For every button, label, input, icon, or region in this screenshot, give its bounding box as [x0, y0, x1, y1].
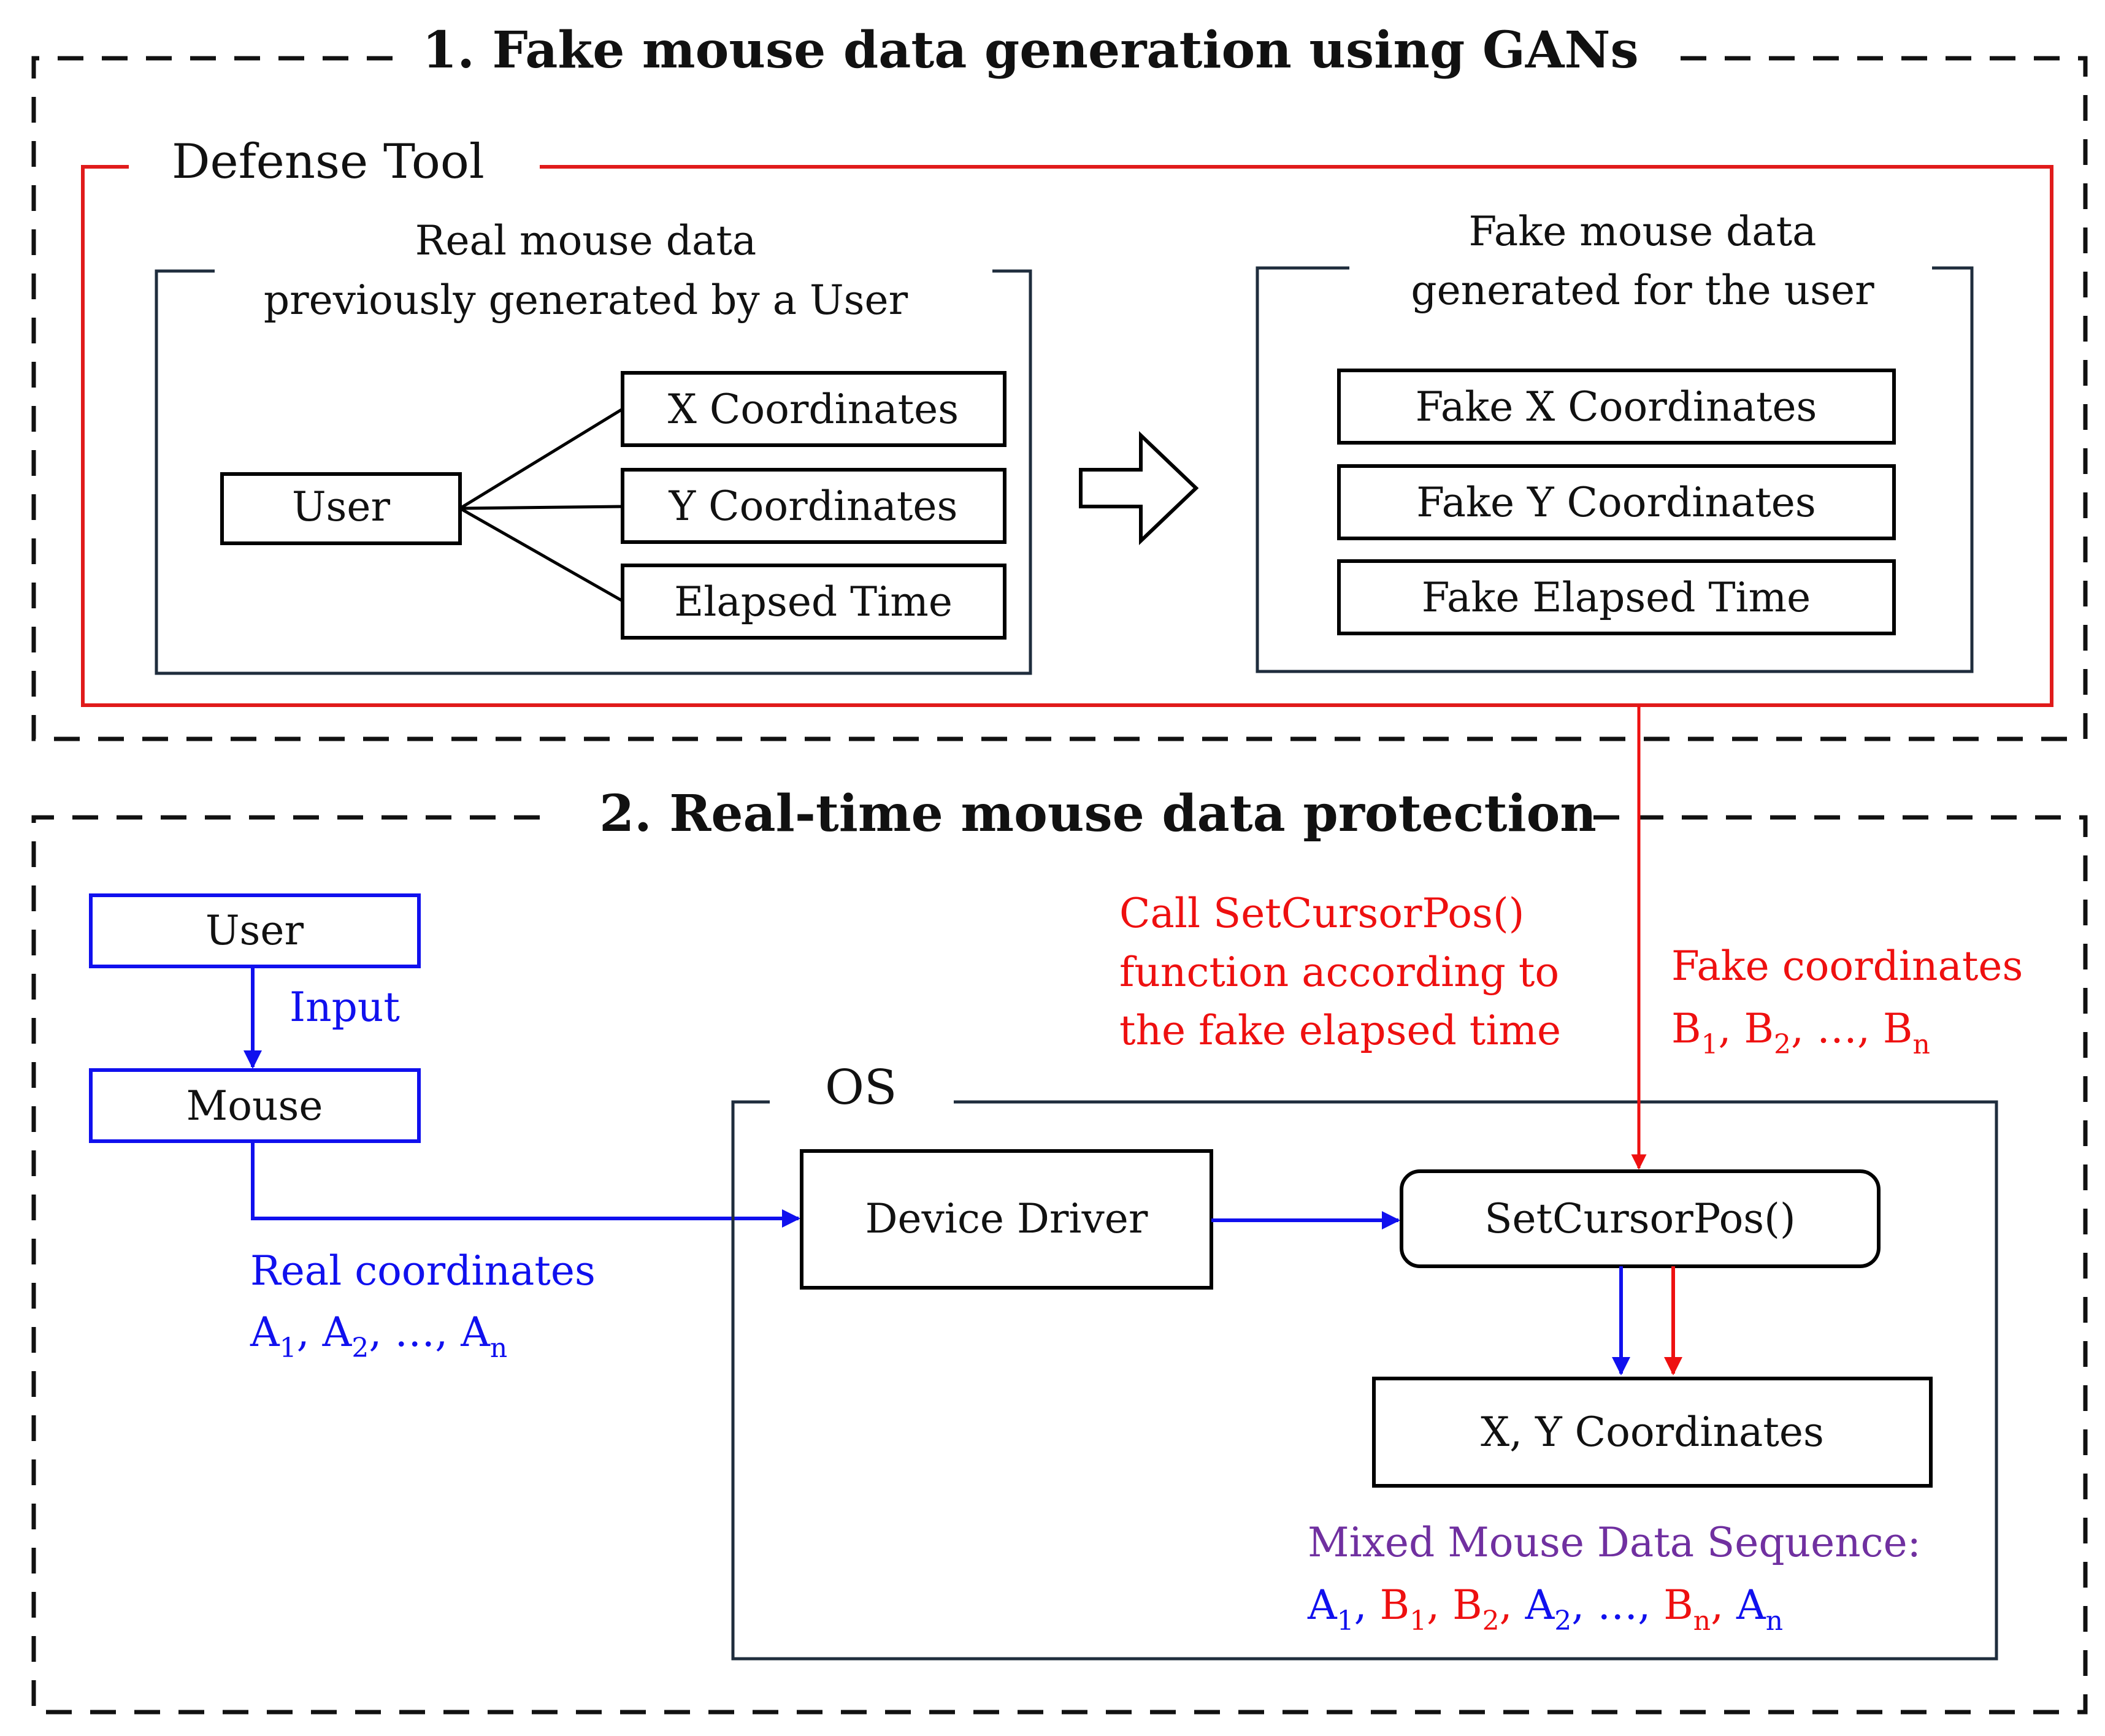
mixed-sequence-label: Mixed Mouse Data Sequence:	[1308, 1519, 1921, 1566]
seq-subscript: 2	[1774, 1029, 1791, 1060]
mixed-sequence: A1, B1, B2, A2, …, Bn, An	[1307, 1581, 1783, 1637]
seq-base: B	[1671, 1005, 1701, 1052]
seq-base: A	[460, 1309, 491, 1356]
xy-coordinates-box	[1372, 1377, 1933, 1488]
fake-time-box	[1337, 559, 1896, 635]
seq-separator: ,	[1719, 1005, 1744, 1052]
flow-mouse-label: Mouse	[186, 1082, 323, 1130]
seq-subscript: n	[490, 1333, 507, 1364]
real-panel-frame	[155, 269, 1032, 675]
real-time-label: Elapsed Time	[674, 578, 953, 625]
call-note-line1: Call SetCursorPos()	[1119, 890, 1524, 937]
section2-title: 2. Real-time mouse data protection	[599, 784, 1597, 843]
device-driver-box	[800, 1149, 1213, 1290]
fake-time-label: Fake Elapsed Time	[1422, 574, 1811, 621]
flow-user-box	[89, 893, 421, 968]
call-note-line2: function according to	[1119, 949, 1559, 996]
real-user-label: User	[292, 483, 391, 530]
seq-separator: ,	[1500, 1581, 1525, 1629]
seq-separator: ,	[297, 1309, 323, 1356]
user-to-time-line	[459, 507, 624, 603]
seq-subscript: n	[1693, 1605, 1711, 1637]
seq-subscript: 2	[351, 1333, 369, 1364]
mouse-to-driver-arrow	[251, 1141, 800, 1228]
real-coordinates-sequence: A1, A2, …, An	[250, 1309, 507, 1364]
seq-separator: , …,	[1571, 1581, 1663, 1629]
fake-coordinates-sequence: B1, B2, …, Bn	[1671, 1005, 1930, 1060]
fake-panel-title: Fake mouse data	[1469, 208, 1817, 255]
seq-subscript: n	[1766, 1605, 1783, 1637]
call-note-line3: the fake elapsed time	[1119, 1007, 1561, 1054]
seq-subscript: 2	[1482, 1605, 1500, 1637]
seq-base: A	[1307, 1581, 1338, 1629]
seq-base: B	[1452, 1581, 1482, 1629]
seq-subscript: n	[1912, 1029, 1930, 1060]
defense-tool-label: Defense Tool	[172, 134, 485, 189]
seq-separator: ,	[1354, 1581, 1380, 1629]
seq-base: A	[1736, 1581, 1766, 1629]
fake-y-label: Fake Y Coordinates	[1416, 479, 1816, 526]
transform-arrow-icon	[1079, 430, 1199, 546]
seq-subscript: 1	[1409, 1605, 1427, 1637]
real-time-box	[621, 564, 1006, 640]
real-x-box	[621, 371, 1006, 447]
fake-x-label: Fake X Coordinates	[1416, 383, 1817, 430]
fake-coordinates-label: Fake coordinates	[1671, 943, 2023, 990]
setcursorpos-label: SetCursorPos()	[1484, 1195, 1795, 1242]
os-label: OS	[825, 1060, 897, 1115]
real-coordinates-label: Real coordinates	[250, 1247, 596, 1294]
flow-user-label: User	[205, 907, 304, 954]
xy-coordinates-label: X, Y Coordinates	[1481, 1409, 1824, 1456]
fake-panel-frame	[1256, 266, 1974, 673]
seq-base: B	[1380, 1581, 1410, 1629]
seq-base: B	[1663, 1581, 1693, 1629]
seq-separator: , …,	[1791, 1005, 1883, 1052]
user-to-x-line	[459, 407, 624, 510]
user-to-y-line	[459, 505, 623, 510]
real-panel-title: Real mouse data	[415, 217, 756, 264]
seq-separator: ,	[1711, 1581, 1736, 1629]
seq-subscript: 1	[280, 1333, 297, 1364]
seq-base: B	[1744, 1005, 1774, 1052]
fake-y-box	[1337, 464, 1896, 540]
real-y-label: Y Coordinates	[669, 483, 958, 530]
flow-mouse-box	[89, 1068, 421, 1143]
seq-subscript: 1	[1337, 1605, 1354, 1637]
setcursorpos-box	[1400, 1169, 1881, 1268]
fake-panel-subtitle: generated for the user	[1411, 267, 1874, 314]
fake-x-box	[1337, 369, 1896, 445]
real-x-label: X Coordinates	[668, 386, 959, 433]
seq-subscript: 2	[1554, 1605, 1571, 1637]
seq-base: A	[322, 1309, 353, 1356]
device-driver-label: Device Driver	[865, 1195, 1148, 1242]
section2-frame	[31, 815, 2088, 1715]
seq-subscript: 1	[1701, 1029, 1719, 1060]
seq-base: A	[250, 1309, 280, 1356]
defense-tool-frame	[81, 165, 2053, 707]
real-panel-subtitle: previously generated by a User	[264, 277, 908, 324]
real-y-box	[621, 468, 1006, 544]
seq-base: B	[1883, 1005, 1913, 1052]
seq-separator: , …,	[369, 1309, 461, 1356]
seq-separator: ,	[1427, 1581, 1452, 1629]
section1-title: 1. Fake mouse data generation using GANs	[422, 21, 1638, 80]
os-frame	[731, 1100, 1998, 1661]
seq-base: A	[1525, 1581, 1555, 1629]
input-label: Input	[289, 984, 400, 1031]
